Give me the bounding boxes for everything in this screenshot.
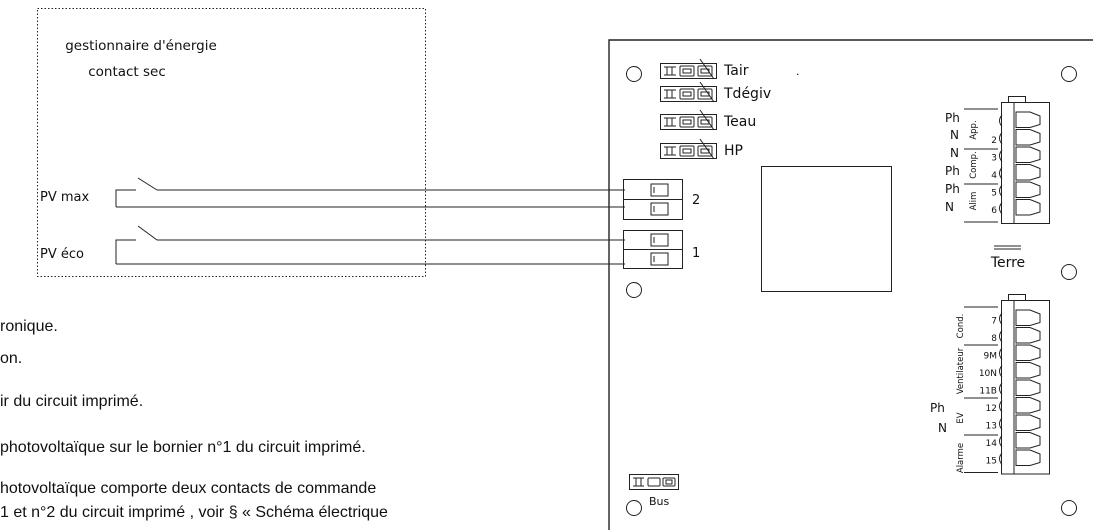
pin-number: 2: [991, 136, 997, 146]
terminal-side-label: N: [938, 421, 947, 435]
sensor-label-1: Tair: [723, 63, 749, 79]
pin-number: 9M: [984, 352, 998, 362]
terminal-side-label: Ph: [930, 401, 945, 415]
bus-label: Bus: [649, 495, 670, 508]
sensor-label-3: Teau: [723, 114, 756, 130]
mounting-hole: [626, 66, 642, 82]
terminal-side-label: Ph: [945, 111, 960, 125]
energy-manager-box: [37, 8, 426, 277]
sensor-label-4: HP: [724, 143, 743, 159]
earth-symbol: [994, 245, 1021, 250]
document-line: hotovoltaïque comporte deux contacts de …: [0, 480, 377, 497]
pin-number: 11B: [979, 387, 997, 397]
pin-number: 5: [991, 189, 997, 199]
contact-label-pv-eco: PV éco: [40, 247, 84, 262]
terminal-side-label: N: [950, 146, 959, 160]
terminal-side-label: N: [950, 128, 959, 142]
group-label: Alim: [969, 192, 979, 211]
contact-switch-pv-max: [115, 177, 625, 208]
mounting-hole: [626, 282, 642, 298]
pin-number: 14: [986, 439, 998, 449]
pv-terminal-1-number: 1: [692, 246, 700, 261]
pin-number: 12: [986, 404, 997, 414]
mounting-hole: [626, 500, 642, 516]
energy-manager-subtitle: contact sec: [88, 64, 166, 80]
group-label: App.: [969, 120, 979, 139]
document-line: ir du circuit imprimé.: [0, 393, 144, 410]
document-line: ronique.: [0, 318, 58, 335]
group-label: EV: [956, 412, 966, 423]
pin-number: 6: [991, 206, 997, 216]
document-line: 1 et n°2 du circuit imprimé , voir § « S…: [0, 504, 388, 521]
bus-connector: [629, 474, 679, 490]
sensor-connector: [660, 58, 717, 80]
group-label: Ventilateur: [956, 347, 966, 394]
energy-manager: gestionnaire d'énergie contact sec PV ma…: [37, 8, 625, 277]
earth-label: Terre: [990, 255, 1025, 271]
mounting-hole: [1061, 500, 1077, 516]
transformer: [761, 166, 892, 292]
terminal-side-label: Ph: [945, 164, 960, 178]
sensor-label-2: Tdégiv: [723, 86, 771, 102]
pin-number: 13: [986, 422, 997, 432]
group-label: Comp.: [969, 151, 979, 179]
group-label: Cond.: [956, 314, 966, 339]
pin-number: 7: [991, 317, 997, 327]
board-dot: .: [796, 65, 800, 78]
pv-terminal-2: [623, 179, 683, 220]
pin-number: 10N: [979, 369, 997, 379]
pin-number: 4: [991, 171, 997, 181]
document-line: photovoltaïque sur le bornier n°1 du cir…: [0, 439, 366, 456]
energy-manager-title: gestionnaire d'énergie: [65, 38, 217, 54]
pin-number: 3: [991, 154, 997, 164]
mounting-hole: [1061, 66, 1077, 82]
contact-label-pv-max: PV max: [40, 190, 89, 205]
pin-number: 8: [991, 334, 997, 344]
sensor-connector: [660, 81, 717, 103]
pin-number: 15: [986, 457, 997, 467]
sensor-connector: [660, 138, 717, 160]
document-line: on.: [0, 350, 23, 367]
terminal-side-label: Ph: [945, 182, 960, 196]
group-label: Alarme: [956, 443, 966, 473]
terminal-side-label: N: [945, 200, 954, 214]
mounting-hole: [1061, 264, 1077, 280]
board-outline: [608, 39, 1093, 530]
contact-switch-pv-eco: [115, 225, 625, 265]
sensor-connector: [660, 109, 717, 131]
pv-terminal-2-number: 2: [692, 193, 700, 208]
pv-terminal-1: [623, 230, 683, 269]
